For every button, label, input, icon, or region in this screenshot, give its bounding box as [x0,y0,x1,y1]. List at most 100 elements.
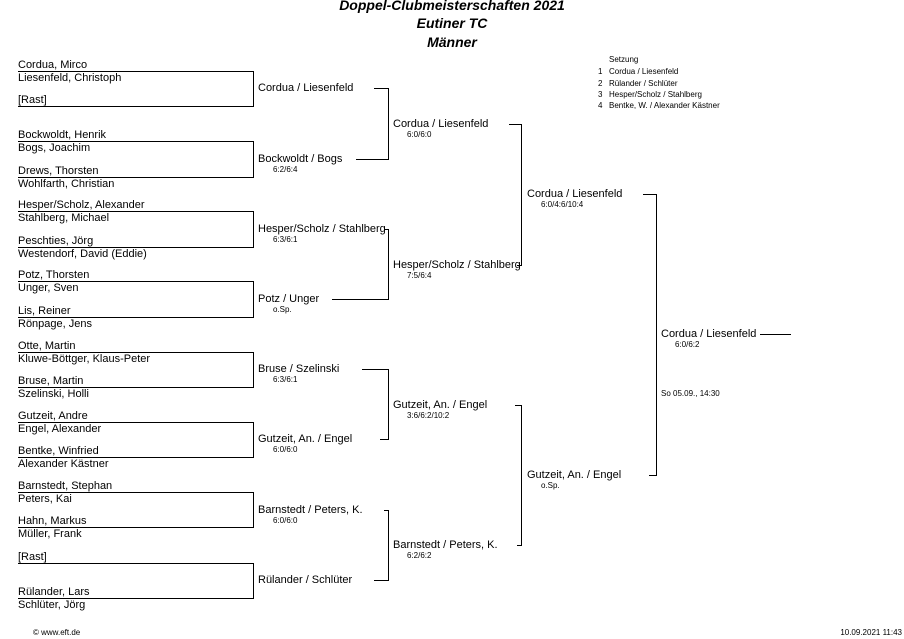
slot-line [18,211,254,212]
seed-entry: 2 Rülander / Schlüter [598,78,677,89]
seed-number: 2 [598,79,603,88]
winner-name: Rülander / Schlüter [258,574,353,586]
match-connector [253,281,254,318]
player-name: Hahn, Markus [18,515,87,527]
player-name: Liesenfeld, Christoph [18,72,122,84]
winner-name: Cordua / Liesenfeld [393,118,489,130]
match-connector [388,229,389,300]
match-connector [388,510,389,581]
champion-name: Cordua / Liesenfeld [661,328,757,340]
match-score: 3:6/6:2/10:2 [407,411,450,420]
match-score: 7:5/6:4 [407,271,432,280]
winner-name: Barnstedt / Peters, K. [258,504,363,516]
player-name: Stahlberg, Michael [18,212,110,224]
player-name: Wohlfarth, Christian [18,178,115,190]
winner-name: Bockwoldt / Bogs [258,153,343,165]
slot-line [515,405,522,406]
slot-line [18,527,254,528]
slot-line [374,580,389,581]
seed-number: 3 [598,90,603,99]
winner-name: Hesper/Scholz / Stahlberg [258,223,386,235]
match-connector [253,492,254,528]
seed-entry: 3 Hesper/Scholz / Stahlberg [598,89,702,100]
player-name: Rülander, Lars [18,586,90,598]
winner-name: Gutzeit, An. / Engel [258,433,353,445]
seed-entry: 4 Bentke, W. / Alexander Kästner [598,100,720,111]
seed-entry: 1 Cordua / Liesenfeld [598,66,678,77]
player-name: Bentke, Winfried [18,445,99,457]
seed-name: Cordua / Liesenfeld [609,67,679,76]
seed-number: 4 [598,101,603,110]
player-name: Unger, Sven [18,282,79,294]
footer-timestamp: 10.09.2021 11:43 [840,628,902,637]
player-name: Engel, Alexander [18,423,102,435]
slot-line [517,545,522,546]
match-score: 6:0/4:6/10:4 [541,200,584,209]
player-name: Alexander Kästner [18,458,109,470]
final-score: 6:0/6:2 [675,340,700,349]
player-name: Rönpage, Jens [18,318,92,330]
player-name: Szelinski, Holli [18,388,89,400]
match-connector [656,194,657,476]
player-name: Peschties, Jörg [18,235,94,247]
slot-line [18,141,254,142]
winner-name: Cordua / Liesenfeld [527,188,623,200]
player-name: Schlüter, Jörg [18,599,86,611]
slot-line [18,281,254,282]
slot-line [18,422,254,423]
slot-line [18,457,254,458]
winner-name: Barnstedt / Peters, K. [393,539,498,551]
player-name: Lis, Reiner [18,305,71,317]
slot-line [760,334,791,335]
winner-name: Hesper/Scholz / Stahlberg [393,259,521,271]
slot-line [356,159,389,160]
player-name: [Rast] [18,551,47,563]
seed-name: Rülander / Schlüter [609,79,678,88]
slot-line [18,106,254,107]
final-schedule: So 05.09., 14:30 [661,389,720,398]
slot-line [643,194,657,195]
slot-line [18,387,254,388]
slot-line [18,71,254,72]
match-connector [253,422,254,458]
slot-line [374,88,389,89]
player-name: Bogs, Joachim [18,142,91,154]
seed-name: Bentke, W. / Alexander Kästner [609,101,720,110]
player-name: Gutzeit, Andre [18,410,88,422]
match-connector [253,211,254,248]
tournament-title: Doppel-Clubmeisterschaften 2021 [339,0,565,13]
player-name: Bruse, Martin [18,375,84,387]
match-score: 6:2/6:4 [273,165,298,174]
match-score: 6:0/6:0 [273,445,298,454]
seed-name: Hesper/Scholz / Stahlberg [609,90,702,99]
slot-line [649,475,657,476]
player-name: [Rast] [18,94,47,106]
match-score: 6:0/6:0 [273,516,298,525]
seed-number: 1 [598,67,603,76]
slot-line [18,177,254,178]
match-connector [253,141,254,178]
match-connector [253,563,254,599]
match-score: 6:2/6:2 [407,551,432,560]
match-connector [388,369,389,440]
winner-name: Gutzeit, An. / Engel [527,469,622,481]
player-name: Hesper/Scholz, Alexander [18,199,145,211]
player-name: Müller, Frank [18,528,82,540]
category-label: Männer [427,34,477,50]
match-connector [388,88,389,160]
slot-line [332,299,389,300]
slot-line [18,352,254,353]
winner-name: Cordua / Liesenfeld [258,82,354,94]
player-name: Drews, Thorsten [18,165,99,177]
match-connector [521,405,522,546]
winner-name: Bruse / Szelinski [258,363,340,375]
match-connector [521,124,522,266]
winner-name: Potz / Unger [258,293,320,305]
slot-line [517,265,522,266]
match-score: o.Sp. [273,305,292,314]
player-name: Cordua, Mirco [18,59,88,71]
match-score: 6:3/6:1 [273,375,298,384]
match-connector [253,352,254,388]
slot-line [18,317,254,318]
player-name: Kluwe-Böttger, Klaus-Peter [18,353,151,365]
